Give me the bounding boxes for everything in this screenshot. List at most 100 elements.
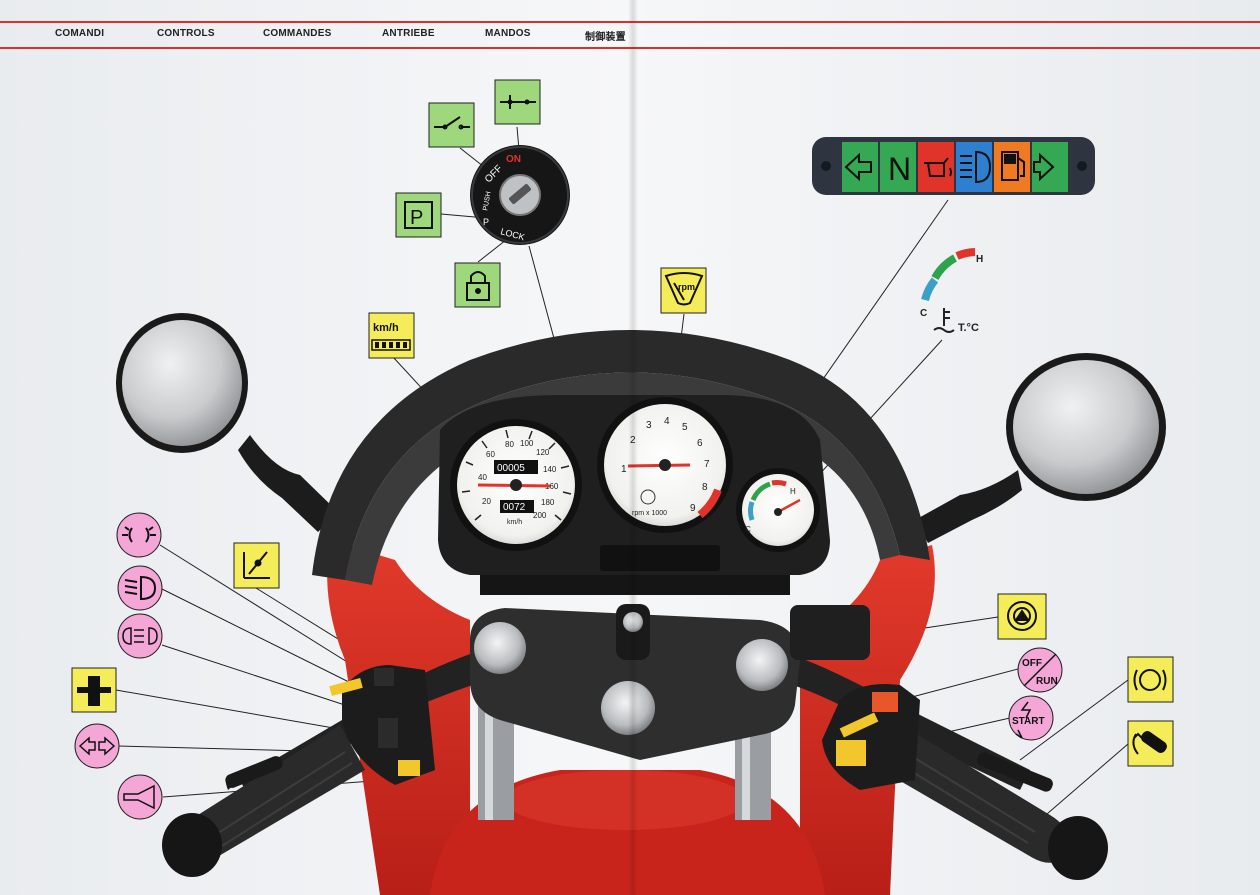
header-lang-ja: 制御装置	[585, 32, 626, 43]
top-rule	[0, 21, 1260, 23]
tacho-mark: 9	[690, 503, 696, 514]
ignition-on-label: ON	[506, 154, 521, 165]
speedo-mark: 160	[545, 482, 559, 491]
speedo-mark: 60	[486, 450, 495, 459]
tacho-mark: 8	[702, 482, 708, 493]
left-mirror	[116, 313, 338, 532]
bottom-rule	[0, 47, 1260, 49]
switch-closed-icon	[500, 95, 536, 109]
tachometer: 1 2 3 4 5 6 7 8 9 rpm x 1000	[597, 397, 733, 533]
switch-open-icon	[434, 116, 470, 130]
temperature-gauge: H C	[736, 468, 820, 552]
neutral-indicator: N	[888, 151, 911, 187]
right-switch-cluster	[790, 605, 920, 790]
padlock-icon	[466, 271, 490, 301]
tachometer-icon	[664, 272, 704, 306]
brake-icon	[1133, 669, 1167, 691]
callout-dimmer	[117, 613, 163, 659]
speedo-mark: 20	[482, 497, 491, 506]
speedo-mark: 120	[536, 448, 550, 457]
tacho-mark: 4	[664, 416, 670, 427]
temperature-symbol: H C T.°C	[920, 248, 983, 334]
headlight-dimmer-icon	[122, 627, 158, 645]
start-label: START	[1012, 716, 1045, 727]
speedo-mark: 100	[520, 439, 534, 448]
high-beam-indicator-icon	[960, 150, 992, 184]
tacho-mark: 7	[704, 459, 710, 470]
tacho-mark: 5	[682, 422, 688, 433]
speedometer: 20 40 60 80 100 120 140 160 180 200 0000…	[450, 419, 582, 551]
ignition-push-label: PUSH	[482, 191, 492, 211]
callout-turn-signal	[74, 723, 120, 769]
off-run-bottom-label: RUN	[1036, 676, 1058, 687]
headlight-flasher-icon	[77, 676, 111, 706]
fuel-reserve-icon	[1001, 151, 1025, 181]
low-beam-icon	[124, 575, 157, 601]
callout-starter: START	[1008, 695, 1054, 741]
speedometer-symbol: km/h	[373, 322, 399, 334]
oil-pressure-icon	[924, 157, 952, 177]
callout-off-run: OFF RUN	[1017, 647, 1063, 693]
callout-speedometer: km/h	[368, 312, 415, 359]
throttle-grip-icon	[1132, 731, 1167, 755]
turn-right-indicator-icon	[1033, 152, 1055, 182]
page-fold	[628, 0, 638, 895]
callout-choke	[233, 542, 280, 589]
tacho-mark: 1	[621, 464, 627, 475]
temp-gauge-high: H	[790, 487, 796, 496]
triple-clamp	[470, 604, 800, 760]
speedo-unit: km/h	[507, 519, 522, 526]
callout-horn	[117, 774, 163, 820]
callout-parking: P	[395, 192, 442, 238]
tachometer-symbol: rpm	[678, 282, 695, 292]
header-lang-it: COMANDI	[55, 28, 105, 39]
callout-rear-brake	[1127, 656, 1174, 703]
parking-symbol: P	[410, 207, 423, 229]
parking-light-icon	[122, 526, 156, 543]
choke-icon	[243, 551, 270, 579]
speedo-mark: 180	[541, 498, 555, 507]
callout-engine-kill	[71, 667, 117, 713]
callout-lock	[454, 262, 501, 308]
temp-low-label: C	[920, 308, 927, 319]
speedo-mark: 140	[543, 465, 557, 474]
speedo-mark: 40	[478, 473, 487, 482]
right-mirror	[915, 353, 1166, 543]
tripmeter: 0072	[503, 502, 526, 513]
turn-left-indicator-icon	[844, 152, 872, 182]
temp-high-label: H	[976, 254, 983, 265]
brake-fluid-icon	[1007, 601, 1037, 631]
ignition-switch: OFF ON PUSH P LOCK	[470, 145, 570, 245]
tacho-mark: 3	[646, 420, 652, 431]
warning-light-panel: N	[812, 137, 1095, 195]
speedo-mark: 80	[505, 440, 514, 449]
lightning-icon	[1020, 701, 1032, 719]
fork-tubes	[478, 700, 771, 820]
temp-symbol-label: T.°C	[958, 322, 979, 334]
callout-headlight	[117, 565, 163, 611]
tacho-mark: 2	[630, 435, 636, 446]
header-lang-es: MANDOS	[485, 28, 531, 39]
callout-front-brake	[997, 593, 1047, 640]
ignition-p-label: P	[483, 217, 489, 227]
turn-signal-icon	[78, 736, 116, 756]
off-run-top-label: OFF	[1022, 658, 1042, 669]
header-lang-fr: COMMANDES	[263, 28, 332, 39]
callout-throttle	[1127, 720, 1174, 767]
left-switch-cluster	[329, 665, 435, 785]
callout-tachometer: rpm	[660, 267, 707, 314]
speedo-mark: 200	[533, 511, 547, 520]
coolant-thermometer-icon	[933, 308, 955, 333]
tacho-unit: rpm x 1000	[632, 510, 667, 517]
odometer: 00005	[497, 463, 525, 474]
tacho-mark: 6	[697, 438, 703, 449]
horn-icon	[123, 784, 155, 810]
callout-ignition-on	[494, 79, 541, 125]
header-lang-de: ANTRIEBE	[382, 28, 435, 39]
temp-gauge-low: C	[745, 525, 751, 534]
callout-parking-light	[116, 512, 162, 558]
callout-ignition-off	[428, 102, 475, 148]
header-lang-en: CONTROLS	[157, 28, 215, 39]
